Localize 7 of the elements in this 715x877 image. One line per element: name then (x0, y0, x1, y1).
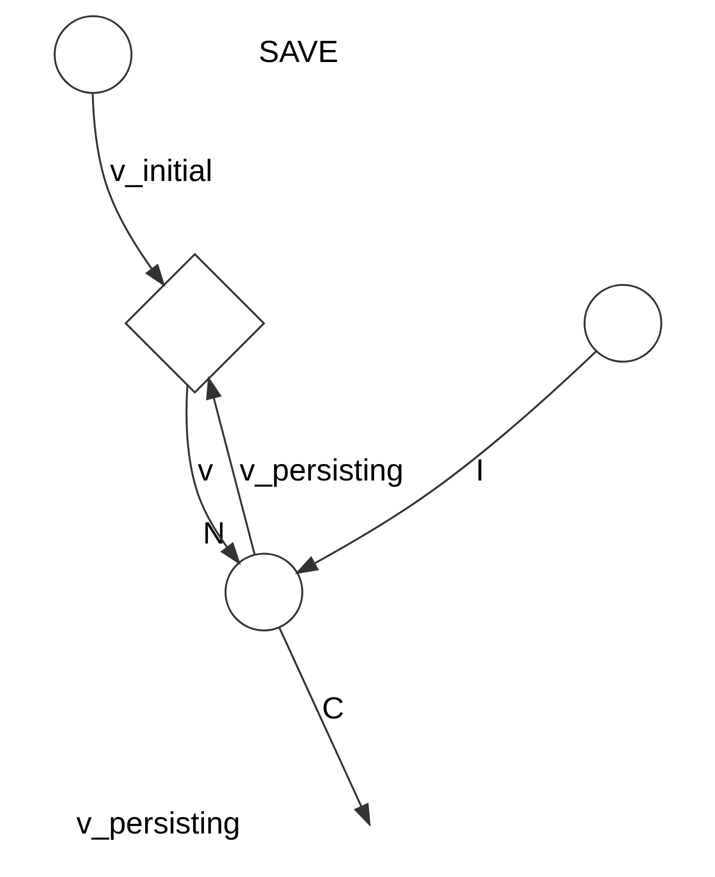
edge-label: v_initial (110, 152, 212, 188)
edge-label: v_persisting (239, 452, 403, 488)
edge-label: v (197, 452, 213, 488)
label: SAVE (258, 34, 338, 69)
label: v_persisting (76, 806, 240, 841)
edge-label: C (321, 690, 344, 726)
edge-label: I (475, 452, 484, 488)
